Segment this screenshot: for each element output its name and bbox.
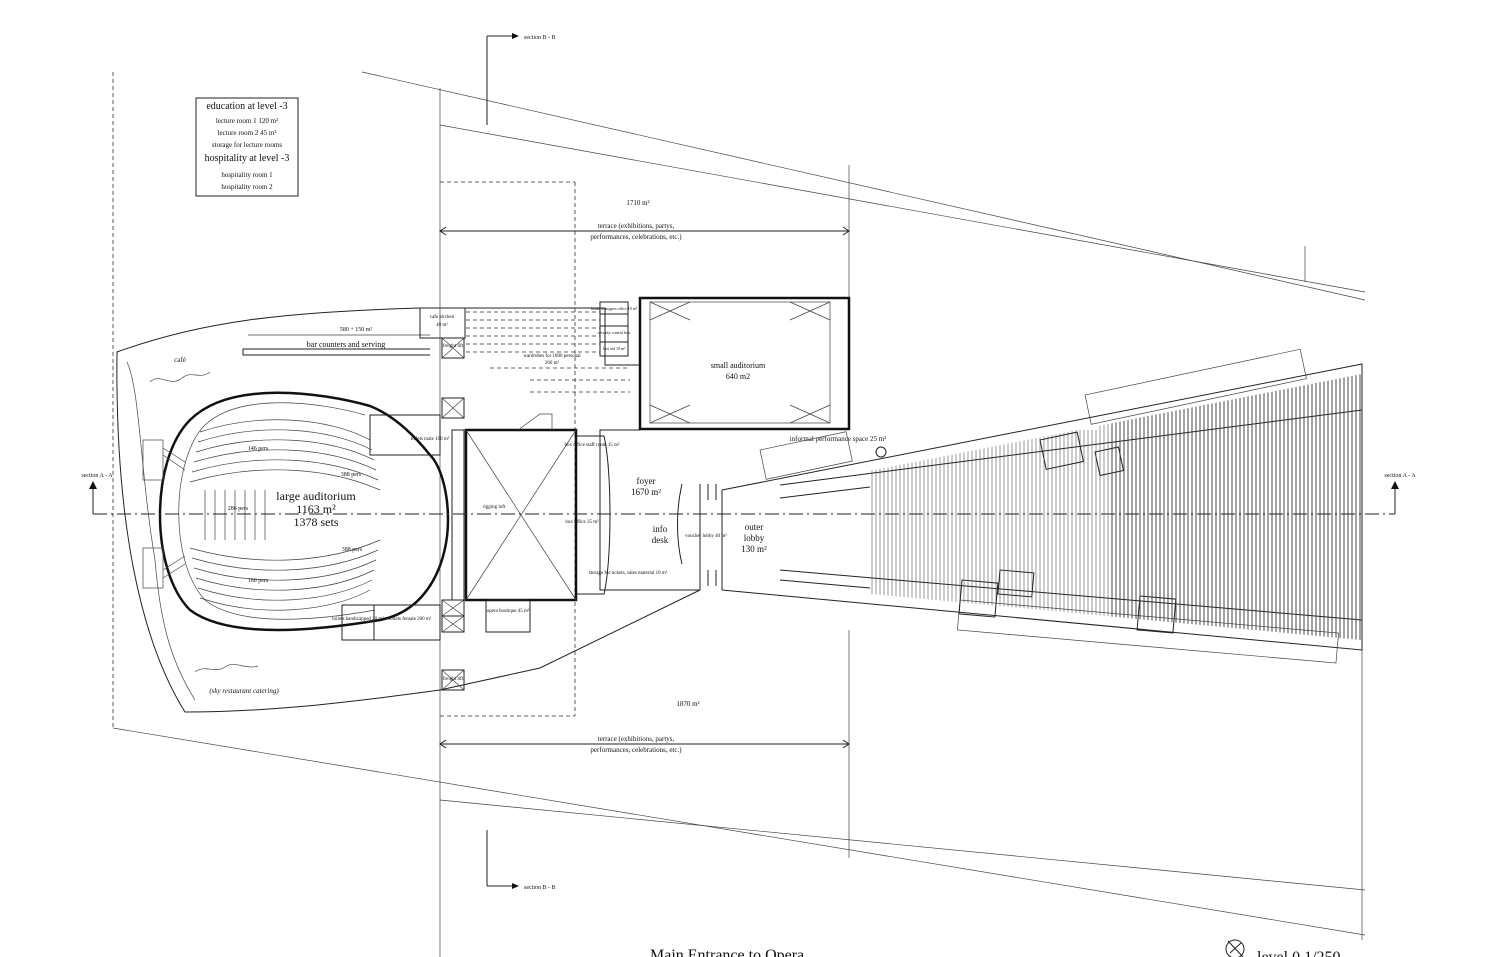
- outer-lobby-area: 130 m²: [741, 544, 767, 554]
- legend-hospitality-room-1: hospitality room 1: [221, 171, 273, 179]
- section-b-label-bottom: section B - B: [524, 885, 556, 891]
- side-stairs: [142, 439, 186, 589]
- rigging-loft-label: rigging loft: [483, 505, 506, 510]
- first-aid-label: first aid 10 m²: [603, 346, 626, 351]
- toilets-female: [373, 604, 441, 641]
- legend-storage: storage for lecture rooms: [212, 141, 282, 149]
- toilets-male: [369, 414, 441, 456]
- toilets-male-label: toilets male 100 m²: [411, 436, 450, 442]
- north-arrow-icon: [1225, 939, 1245, 957]
- foyer-area: 1670 m²: [631, 487, 661, 497]
- storage-tickets-label: storage for tickets, sales material 10 m…: [589, 570, 668, 576]
- large-auditorium: [158, 391, 450, 632]
- voucher-lobby-label: voucher lobby 40 m²: [685, 533, 727, 539]
- outer-label: outer: [745, 522, 764, 532]
- wardrobes-lines: [466, 311, 630, 393]
- terrace-south-area: 1870 m²: [676, 700, 699, 708]
- section-b-label-top: section B - B: [524, 35, 556, 41]
- terrace-north-dimension: [439, 226, 850, 236]
- terrace-north-area: 1710 m²: [626, 199, 649, 207]
- large-auditorium-seats: 1378 sets: [294, 515, 339, 529]
- opera-boutique-label: opera boutique 45 m²: [487, 608, 530, 614]
- legend-hospitality-room-2: hospitality room 2: [221, 183, 273, 191]
- seats-388-top: 388 pers: [341, 472, 362, 478]
- lobby-label: lobby: [744, 533, 765, 543]
- freight-lift-south-label: freight lift: [443, 677, 464, 682]
- level-label: level 0 1/250: [1257, 949, 1341, 957]
- seats-160-bottom: 160 pers: [248, 578, 269, 584]
- legend-box: [195, 97, 299, 197]
- desk-label: desk: [652, 535, 669, 545]
- large-auditorium-label: large auditorium: [276, 489, 356, 503]
- terrace-south-dimension: [439, 739, 850, 749]
- sky-restaurant-label: (sky restaurant catering): [209, 687, 279, 695]
- info-label: info: [653, 524, 668, 534]
- stair-treads: [871, 374, 1361, 640]
- cafe-kitchen-label: cafe kitchen: [430, 315, 455, 320]
- section-a-label-left: section A - A: [81, 473, 113, 479]
- informal-space-label: informal performance space 25 m²: [790, 435, 887, 443]
- small-auditorium: [638, 296, 851, 431]
- security-label: security control box: [598, 330, 630, 335]
- grand-staircase: [721, 348, 1363, 664]
- building-outline: [116, 307, 701, 713]
- wardrobes-label: wardrobes for 1800 personal: [523, 354, 581, 359]
- box-office-label: box office 35 m²: [565, 519, 599, 525]
- bar-counters: [242, 334, 430, 356]
- legend-lecture-room-1: lecture room 1 120 m²: [216, 117, 278, 125]
- toilets-handicapped-label: toilets handicapped 20 m²: [332, 616, 384, 622]
- legend-education-heading: education at level -3: [206, 101, 287, 112]
- auditorium-seating: [189, 419, 381, 611]
- freight-lift-north: [441, 337, 465, 359]
- house-managers-label: house managers office 10 m²: [591, 306, 638, 311]
- cafe-label: café: [174, 356, 186, 364]
- small-auditorium-label: small auditorium: [711, 361, 766, 370]
- section-a-label-right: section A - A: [1384, 473, 1416, 479]
- lift-column: [441, 397, 465, 691]
- section-b-markers: [486, 33, 519, 889]
- seats-286: 286 pers: [228, 506, 249, 512]
- foyer-label: foyer: [637, 476, 656, 486]
- terrace-north-label-1: terrace (exhibitions, partys,: [598, 222, 675, 230]
- wardrobes-area: 260 m²: [545, 360, 560, 366]
- bar-counters-label: bar counters and serving: [307, 340, 385, 349]
- cafe-kitchen-area: 40 m²: [436, 322, 448, 328]
- opera-boutique: [485, 599, 531, 633]
- legend-lecture-room-2: lecture room 2 45 m²: [218, 129, 277, 137]
- terrace-north-label-2: performances, celebrations, etc.): [590, 233, 682, 241]
- legend-hospitality-heading: hospitality at level -3: [205, 153, 290, 164]
- lobby-partitions: [699, 484, 723, 590]
- toilets-female-label: toilets female 200 m²: [389, 616, 432, 622]
- freight-lift-north-label: freight lift: [443, 344, 464, 349]
- bar-area-label: 580 + 150 m²: [340, 327, 373, 333]
- box-office-staff-label: box office staff room 15 m²: [564, 442, 620, 448]
- main-entrance-label: Main Entrance to Opera: [650, 947, 804, 957]
- small-auditorium-area: 640 m2: [726, 372, 750, 381]
- large-auditorium-area: 1163 m²: [296, 502, 336, 516]
- terrace-south-label-1: terrace (exhibitions, partys,: [598, 735, 675, 743]
- seats-146-top: 146 pers: [248, 446, 269, 452]
- seats-388-bottom: 388 pers: [342, 547, 363, 553]
- terrace-south-label-2: performances, celebrations, etc.): [590, 746, 682, 754]
